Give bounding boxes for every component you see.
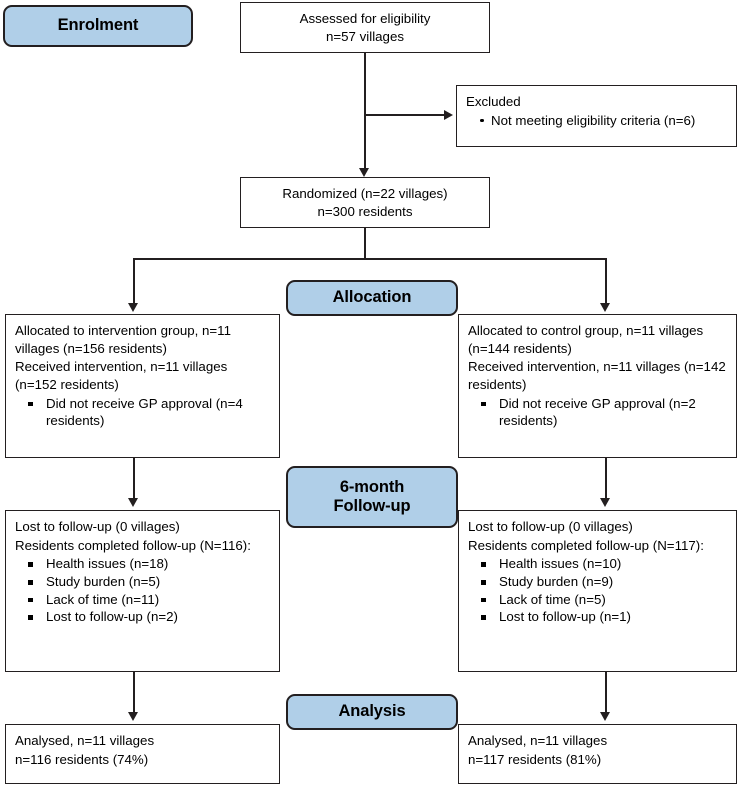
- box-allocated-intervention: Allocated to intervention group, n=11 vi…: [5, 314, 280, 458]
- stage-label-followup-line2: Follow-up: [333, 497, 411, 515]
- connector-followup-to-analysis-intervention: [133, 672, 135, 715]
- analysis-control-line2: n=117 residents (81%): [468, 751, 602, 767]
- connector-to-control: [605, 258, 607, 307]
- followup-control-completed: Residents completed follow-up (N=117):: [468, 537, 704, 553]
- arrowhead-followup-to-analysis-intervention: [128, 712, 138, 721]
- followup-intervention-completed: Residents completed follow-up (N=116):: [15, 537, 251, 553]
- connector-to-intervention: [133, 258, 135, 307]
- arrowhead-assessed-to-excluded: [444, 110, 453, 120]
- followup-intervention-lost: Lost to follow-up (0 villages): [15, 519, 180, 534]
- box-analysis-intervention: Analysed, n=11 villages n=116 residents …: [5, 724, 280, 784]
- arrowhead-followup-to-analysis-control: [600, 712, 610, 721]
- control-allocated: Allocated to control group, n=11 village…: [468, 323, 704, 356]
- followup-control-reason-list: Health issues (n=10) Study burden (n=9) …: [468, 555, 727, 626]
- box-excluded: Excluded Not meeting eligibility criteri…: [456, 85, 737, 147]
- stage-label-analysis: Analysis: [286, 694, 458, 730]
- box-followup-intervention: Lost to follow-up (0 villages) Residents…: [5, 510, 280, 672]
- followup-intervention-reason-list: Health issues (n=18) Study burden (n=5) …: [15, 555, 270, 626]
- connector-randomized-stem: [364, 228, 366, 259]
- stage-label-enrolment-text: Enrolment: [57, 16, 139, 35]
- analysis-intervention-line2: n=116 residents (74%): [15, 751, 149, 767]
- stage-label-allocation: Allocation: [286, 280, 458, 316]
- intervention-allocated: Allocated to intervention group, n=11 vi…: [15, 323, 231, 356]
- control-note-list: Did not receive GP approval (n=2 residen…: [468, 395, 727, 430]
- connector-intervention-to-followup: [133, 458, 135, 501]
- stage-label-followup: 6-month Follow-up: [286, 466, 458, 528]
- box-randomized: Randomized (n=22 villages) n=300 residen…: [240, 177, 490, 228]
- list-item: Did not receive GP approval (n=2 residen…: [481, 395, 727, 430]
- connector-control-to-followup: [605, 458, 607, 501]
- box-analysis-control: Analysed, n=11 villages n=117 residents …: [458, 724, 737, 784]
- assessed-line2: n=57 villages: [326, 28, 404, 44]
- connector-assessed-to-excluded: [364, 114, 447, 116]
- randomized-line1: Randomized (n=22 villages): [282, 185, 448, 201]
- assessed-line1: Assessed for eligibility: [299, 10, 431, 26]
- list-item: Study burden (n=9): [481, 573, 727, 591]
- list-item: Study burden (n=5): [28, 573, 270, 591]
- list-item: Not meeting eligibility criteria (n=6): [479, 112, 727, 130]
- connector-assessed-to-randomized: [364, 53, 366, 172]
- box-assessed-for-eligibility: Assessed for eligibility n=57 villages: [240, 2, 490, 53]
- arrowhead-assessed-to-randomized: [359, 168, 369, 177]
- arrowhead-intervention-to-followup: [128, 498, 138, 507]
- intervention-received: Received intervention, n=11 villages (n=…: [15, 359, 228, 393]
- list-item: Lack of time (n=5): [481, 591, 727, 609]
- list-item: Health issues (n=10): [481, 555, 727, 573]
- randomized-line2: n=300 residents: [317, 203, 413, 219]
- excluded-reason-list: Not meeting eligibility criteria (n=6): [466, 112, 727, 130]
- arrowhead-control-to-followup: [600, 498, 610, 507]
- followup-control-lost: Lost to follow-up (0 villages): [468, 519, 633, 534]
- list-item: Lack of time (n=11): [28, 591, 270, 609]
- list-item: Health issues (n=18): [28, 555, 270, 573]
- analysis-control-line1: Analysed, n=11 villages: [468, 733, 608, 748]
- stage-label-allocation-text: Allocation: [332, 288, 412, 307]
- connector-followup-to-analysis-control: [605, 672, 607, 715]
- intervention-note-list: Did not receive GP approval (n=4 residen…: [15, 395, 270, 430]
- excluded-heading: Excluded: [466, 94, 521, 109]
- arrowhead-to-control: [600, 303, 610, 312]
- list-item: Lost to follow-up (n=2): [28, 608, 270, 626]
- arrowhead-to-intervention: [128, 303, 138, 312]
- list-item: Lost to follow-up (n=1): [481, 608, 727, 626]
- analysis-intervention-line1: Analysed, n=11 villages: [15, 733, 155, 748]
- box-followup-control: Lost to follow-up (0 villages) Residents…: [458, 510, 737, 672]
- list-item: Did not receive GP approval (n=4 residen…: [28, 395, 270, 430]
- stage-label-enrolment: Enrolment: [3, 5, 193, 47]
- stage-label-analysis-text: Analysis: [338, 702, 406, 721]
- control-received: Received intervention, n=11 villages (n=…: [468, 359, 726, 393]
- connector-randomization-split: [133, 258, 606, 260]
- box-allocated-control: Allocated to control group, n=11 village…: [458, 314, 737, 458]
- stage-label-followup-line1: 6-month: [339, 477, 405, 496]
